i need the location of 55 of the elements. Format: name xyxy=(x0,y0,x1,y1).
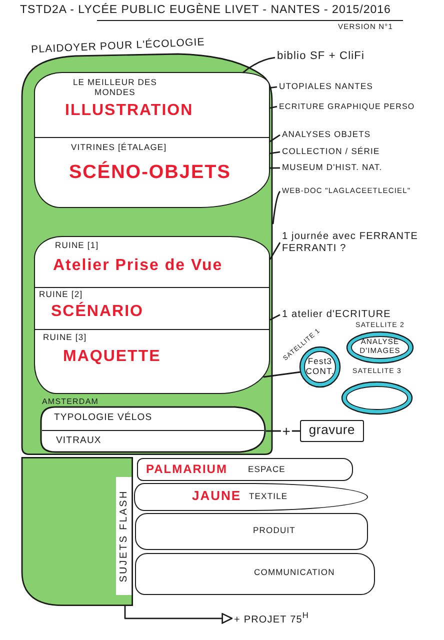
strip-label: ESPACE xyxy=(248,465,286,475)
section-heading: VITRINES [ÉTALAGE] xyxy=(71,143,167,153)
section-label: TYPOLOGIE VÉLOS xyxy=(54,413,152,424)
rounded-strip xyxy=(135,513,368,550)
satellite-bubble xyxy=(346,322,414,364)
group-heading: AMSTERDAM xyxy=(42,397,99,406)
leader-line xyxy=(242,56,276,74)
section-heading: RUINE [1] xyxy=(55,241,99,251)
framed-note: gravure xyxy=(300,420,364,442)
strip-title: JAUNE xyxy=(192,489,242,504)
band-heading: PLAIDOYER POUR L'ÉCOLOGIE xyxy=(30,36,206,56)
section-title: ILLUSTRATION xyxy=(65,102,194,120)
group-frame xyxy=(40,397,266,454)
rounded-strip xyxy=(137,458,353,481)
leader-line xyxy=(269,242,281,260)
strip-label: TEXTILE xyxy=(249,492,288,502)
leader-line xyxy=(270,106,278,109)
leader-line xyxy=(270,134,280,142)
annotation-text: UTOPIALES NANTES xyxy=(279,82,373,92)
section-title: MAQUETTE xyxy=(63,348,161,366)
section-title: SCÉNO-OBJETS xyxy=(69,162,231,184)
rounded-strip xyxy=(135,553,375,595)
section-heading: RUINE [2] xyxy=(39,290,83,300)
bent-arrow xyxy=(124,606,233,624)
page-title: TSTD2A - LYCÉE PUBLIC EUGÈNE LIVET - NANTES - 2015/2016 xyxy=(20,4,391,16)
strip-label: PRODUIT xyxy=(253,526,296,536)
annotation-text: ANALYSES OBJETS xyxy=(282,130,371,140)
annotation-text: biblio SF + CliFi xyxy=(277,50,365,63)
box-section xyxy=(34,236,270,288)
leader-line xyxy=(270,314,280,321)
annotation-text: COLLECTION / SÉRIE xyxy=(282,147,380,157)
box-section xyxy=(34,288,270,330)
section-title: Atelier Prise de Vue xyxy=(53,257,223,276)
box-section xyxy=(34,330,270,394)
section-heading: RUINE [3] xyxy=(43,333,87,343)
section-heading: LE MEILLEUR DES MONDES xyxy=(72,78,158,98)
annotation-text: + PROJET 75$^{H}$ xyxy=(234,611,310,626)
leader-line xyxy=(270,151,280,154)
leader-line xyxy=(272,190,281,224)
satellite-text: Fest3 CONT. xyxy=(306,357,336,377)
vertical-label: SUJETS FLASH xyxy=(118,490,130,582)
satellite-bubble xyxy=(340,368,414,416)
box-section xyxy=(34,72,270,138)
annotation-text: MUSEUM D'HIST. NAT. xyxy=(282,163,382,173)
box-section xyxy=(34,138,270,208)
annotation-text: 1 journée avec FERRANTE FERRANTI ? xyxy=(282,231,432,254)
section-title: SCÉNARIO xyxy=(51,303,144,322)
section-label: VITRAUX xyxy=(56,436,102,447)
annotation-text: 1 atelier d'ECRITURE xyxy=(282,309,391,320)
leader-line xyxy=(270,167,280,169)
strip-title: PALMARIUM xyxy=(146,463,228,477)
leader-line xyxy=(270,86,278,88)
rounded-strip xyxy=(134,483,368,511)
annotation-text: ECRITURE GRAPHIQUE PERSO xyxy=(279,102,415,112)
strip-label: COMMUNICATION xyxy=(254,568,335,578)
